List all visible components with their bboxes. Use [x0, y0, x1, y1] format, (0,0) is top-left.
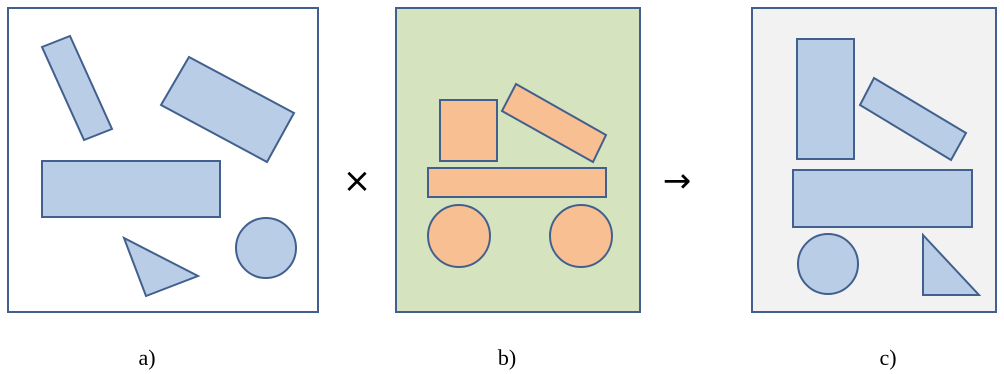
panel-c [751, 7, 997, 313]
panel-a-tilted-rectangle [159, 55, 296, 164]
caption-c: c) [879, 345, 896, 370]
caption-a: a) [138, 345, 155, 370]
panel-b-chassis [427, 167, 607, 198]
panel-a [7, 7, 319, 313]
panel-b-rear-wheel [549, 204, 613, 268]
arrow-operator: → [663, 161, 692, 201]
panel-c-frame [751, 7, 997, 313]
panel-c-triangle [922, 232, 982, 296]
panel-c-chassis [792, 169, 973, 228]
panel-a-triangle [122, 235, 201, 298]
panel-b-crane-arm [500, 82, 608, 164]
panel-b [395, 7, 641, 313]
panel-c-wheel [797, 233, 859, 295]
panel-c-crane-arm [858, 76, 968, 162]
panel-a-circle [235, 217, 297, 279]
panel-b-frame [395, 7, 641, 313]
panel-c-cabin [796, 38, 855, 160]
times-operator: × [343, 161, 372, 201]
caption-b: b) [498, 345, 516, 370]
panel-b-front-wheel [427, 204, 491, 268]
panel-a-wide-rectangle [41, 160, 221, 218]
panel-a-tall-rectangle [40, 34, 114, 142]
panel-b-cabin [439, 99, 498, 162]
